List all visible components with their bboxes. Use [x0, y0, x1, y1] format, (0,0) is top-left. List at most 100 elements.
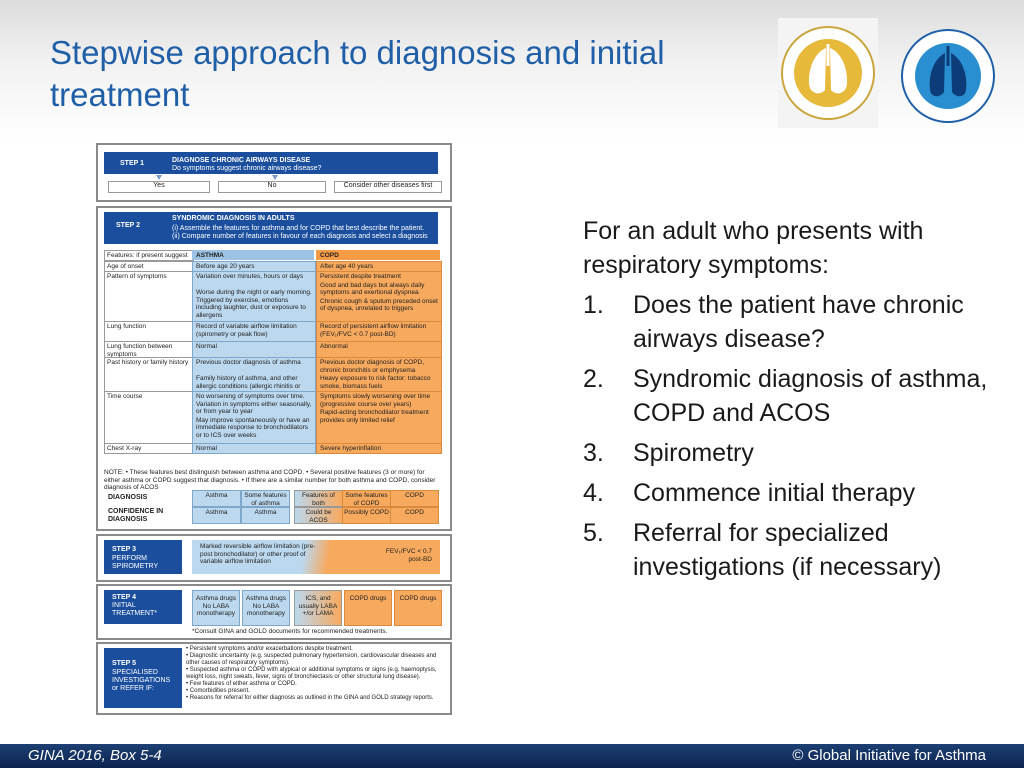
feature-label-cell: Chest X-ray	[104, 443, 194, 454]
list-num: 3.	[583, 439, 604, 467]
copd-feature-cell: Abnormal	[316, 341, 442, 358]
step5-item: • Persistent symptoms and/or exacerbatio…	[186, 646, 353, 652]
copd-feature-cell: Record of persistent airflow limitation …	[316, 321, 442, 342]
arrow-icon	[272, 175, 278, 180]
list-num: 1.	[583, 291, 604, 319]
feature-label-cell: Time course	[104, 391, 194, 444]
feature-label-cell: Pattern of symptoms	[104, 271, 194, 322]
step3-sub2: SPIROMETRY	[112, 563, 159, 570]
step1-box: STEP 1 DIAGNOSE CHRONIC AIRWAYS DISEASE …	[96, 143, 452, 202]
step5-item: • Few features of either asthma or COPD.	[186, 681, 297, 687]
list-num: 5.	[583, 519, 604, 547]
step5-sub1: SPECIALISED	[112, 669, 158, 676]
step1-head: DIAGNOSE CHRONIC AIRWAYS DISEASE	[172, 157, 311, 164]
diagnosis-cell: Features of both	[294, 490, 343, 507]
step4-bar: STEP 4 INITIAL TREATMENT*	[104, 590, 182, 624]
step3-right2: post-BD	[408, 556, 432, 563]
feature-label-cell: Lung function	[104, 321, 194, 342]
confidence-cell: COPD	[390, 507, 439, 524]
list-item: 2. Syndromic diagnosis of asthma, COPD an…	[583, 362, 1013, 430]
list-text: Syndromic diagnosis of asthma, COPD and …	[633, 365, 988, 427]
treatment-cell: Asthma drugs No LABA monotherapy	[192, 590, 240, 626]
step3-left: Marked reversible airflow limitation (pr…	[200, 543, 316, 565]
step4-label: STEP 4	[112, 594, 136, 601]
gina-logo	[898, 18, 998, 128]
treatment-cell: ICS, and usually LABA +/or LAMA	[294, 590, 342, 626]
step5-item: • Reasons for referral for either diagno…	[186, 695, 434, 701]
step1-other: Consider other diseases first	[334, 181, 442, 193]
treatment-cell: Asthma drugs No LABA monotherapy	[242, 590, 290, 626]
footer-copyright: © Global Initiative for Asthma	[792, 747, 986, 764]
list-num: 2.	[583, 365, 604, 393]
step-list: 1. Does the patient have chronic airways …	[583, 288, 1013, 584]
features-copd-header: COPD	[316, 250, 440, 260]
gold-logo	[778, 18, 878, 128]
step4-box: STEP 4 INITIAL TREATMENT* Asthma drugs N…	[96, 584, 452, 640]
step3-sub1: PERFORM	[112, 555, 147, 562]
step5-item: • Suspected asthma or COPD with atypical…	[186, 667, 437, 680]
bullet-panel: For an adult who presents with respirato…	[583, 214, 1013, 590]
list-item: 3. Spirometry	[583, 436, 1013, 470]
step4-sub1: INITIAL	[112, 602, 136, 609]
list-text: Does the patient have chronic airways di…	[633, 291, 964, 353]
step2-box: STEP 2 SYNDROMIC DIAGNOSIS IN ADULTS (i)…	[96, 206, 452, 531]
treatment-cell: COPD drugs	[344, 590, 392, 626]
step5-label: STEP 5	[112, 660, 136, 667]
step5-sub2: INVESTIGATIONS	[112, 677, 171, 684]
step3-right1: FEV₁/FVC < 0.7	[385, 548, 432, 555]
step2-sub2: (ii) Compare number of features in favou…	[172, 233, 428, 240]
asthma-feature-cell: Normal	[192, 443, 316, 454]
features-note: NOTE: • These features best distinguish …	[104, 469, 436, 491]
intro-text: For an adult who presents with respirato…	[583, 217, 924, 279]
list-text: Commence initial therapy	[633, 479, 916, 507]
copd-feature-cell: Previous doctor diagnosis of COPD, chron…	[316, 357, 442, 392]
treatment-cell: COPD drugs	[394, 590, 442, 626]
page-title: Stepwise approach to diagnosis and initi…	[50, 34, 665, 113]
step1-label: STEP 1	[120, 160, 144, 167]
asthma-feature-cell: Normal	[192, 341, 316, 358]
diagnosis-cell: Asthma	[192, 490, 241, 507]
diagnosis-cell: COPD	[390, 490, 439, 507]
flowchart: STEP 1 DIAGNOSE CHRONIC AIRWAYS DISEASE …	[96, 143, 454, 715]
step3-label: STEP 3	[112, 546, 136, 553]
footer-bar: GINA 2016, Box 5-4 © Global Initiative f…	[0, 744, 1024, 768]
list-item: 5. Referral for specialized investigation…	[583, 516, 1013, 584]
diagnosis-label: DIAGNOSIS	[108, 494, 148, 501]
diagnosis-cell: Some features of asthma	[241, 490, 290, 507]
step1-no: No	[218, 181, 326, 193]
features-col1: Features: if present suggest	[104, 250, 194, 261]
step2-head: SYNDROMIC DIAGNOSIS IN ADULTS	[172, 215, 295, 222]
step5-item: • Comorbidities present.	[186, 688, 250, 694]
step5-bar: STEP 5 SPECIALISED INVESTIGATIONS or REF…	[104, 648, 182, 708]
asthma-feature-cell: Record of variable airflow limitation (s…	[192, 321, 316, 342]
step2-bar: STEP 2 SYNDROMIC DIAGNOSIS IN ADULTS (i)…	[104, 212, 438, 244]
step1-bar: STEP 1 DIAGNOSE CHRONIC AIRWAYS DISEASE …	[104, 152, 438, 174]
arrow-icon	[156, 175, 162, 180]
confidence-label: CONFIDENCE IN DIAGNOSIS	[108, 508, 164, 523]
step5-box: STEP 5 SPECIALISED INVESTIGATIONS or REF…	[96, 642, 452, 715]
list-text: Referral for specialized investigations …	[633, 519, 942, 581]
step3-box: STEP 3 PERFORM SPIROMETRY Marked reversi…	[96, 534, 452, 582]
feature-label-cell: Past history or family history	[104, 357, 194, 392]
list-item: 1. Does the patient have chronic airways …	[583, 288, 1013, 356]
feature-label-cell: Lung function between symptoms	[104, 341, 194, 358]
confidence-cell: Asthma	[192, 507, 241, 524]
step4-note: *Consult GINA and GOLD documents for rec…	[192, 628, 388, 635]
step5-item: • Diagnostic uncertainty (e.g. suspected…	[186, 653, 437, 666]
list-text: Spirometry	[633, 439, 754, 467]
step2-label: STEP 2	[116, 222, 140, 229]
asthma-feature-cell: No worsening of symptoms over time. Vari…	[192, 391, 316, 444]
confidence-cell: Asthma	[241, 507, 290, 524]
step3-bar: STEP 3 PERFORM SPIROMETRY	[104, 540, 182, 574]
footer-source: GINA 2016, Box 5-4	[28, 747, 162, 764]
step5-sub3: or REFER IF:	[112, 685, 155, 692]
step1-yes: Yes	[108, 181, 210, 193]
step5-list: • Persistent symptoms and/or exacerbatio…	[186, 646, 446, 702]
confidence-cell: Possibly COPD	[342, 507, 391, 524]
copd-feature-cell: Symptoms slowly worsening over time (pro…	[316, 391, 442, 444]
confidence-cell: Could be ACOS	[294, 507, 343, 524]
